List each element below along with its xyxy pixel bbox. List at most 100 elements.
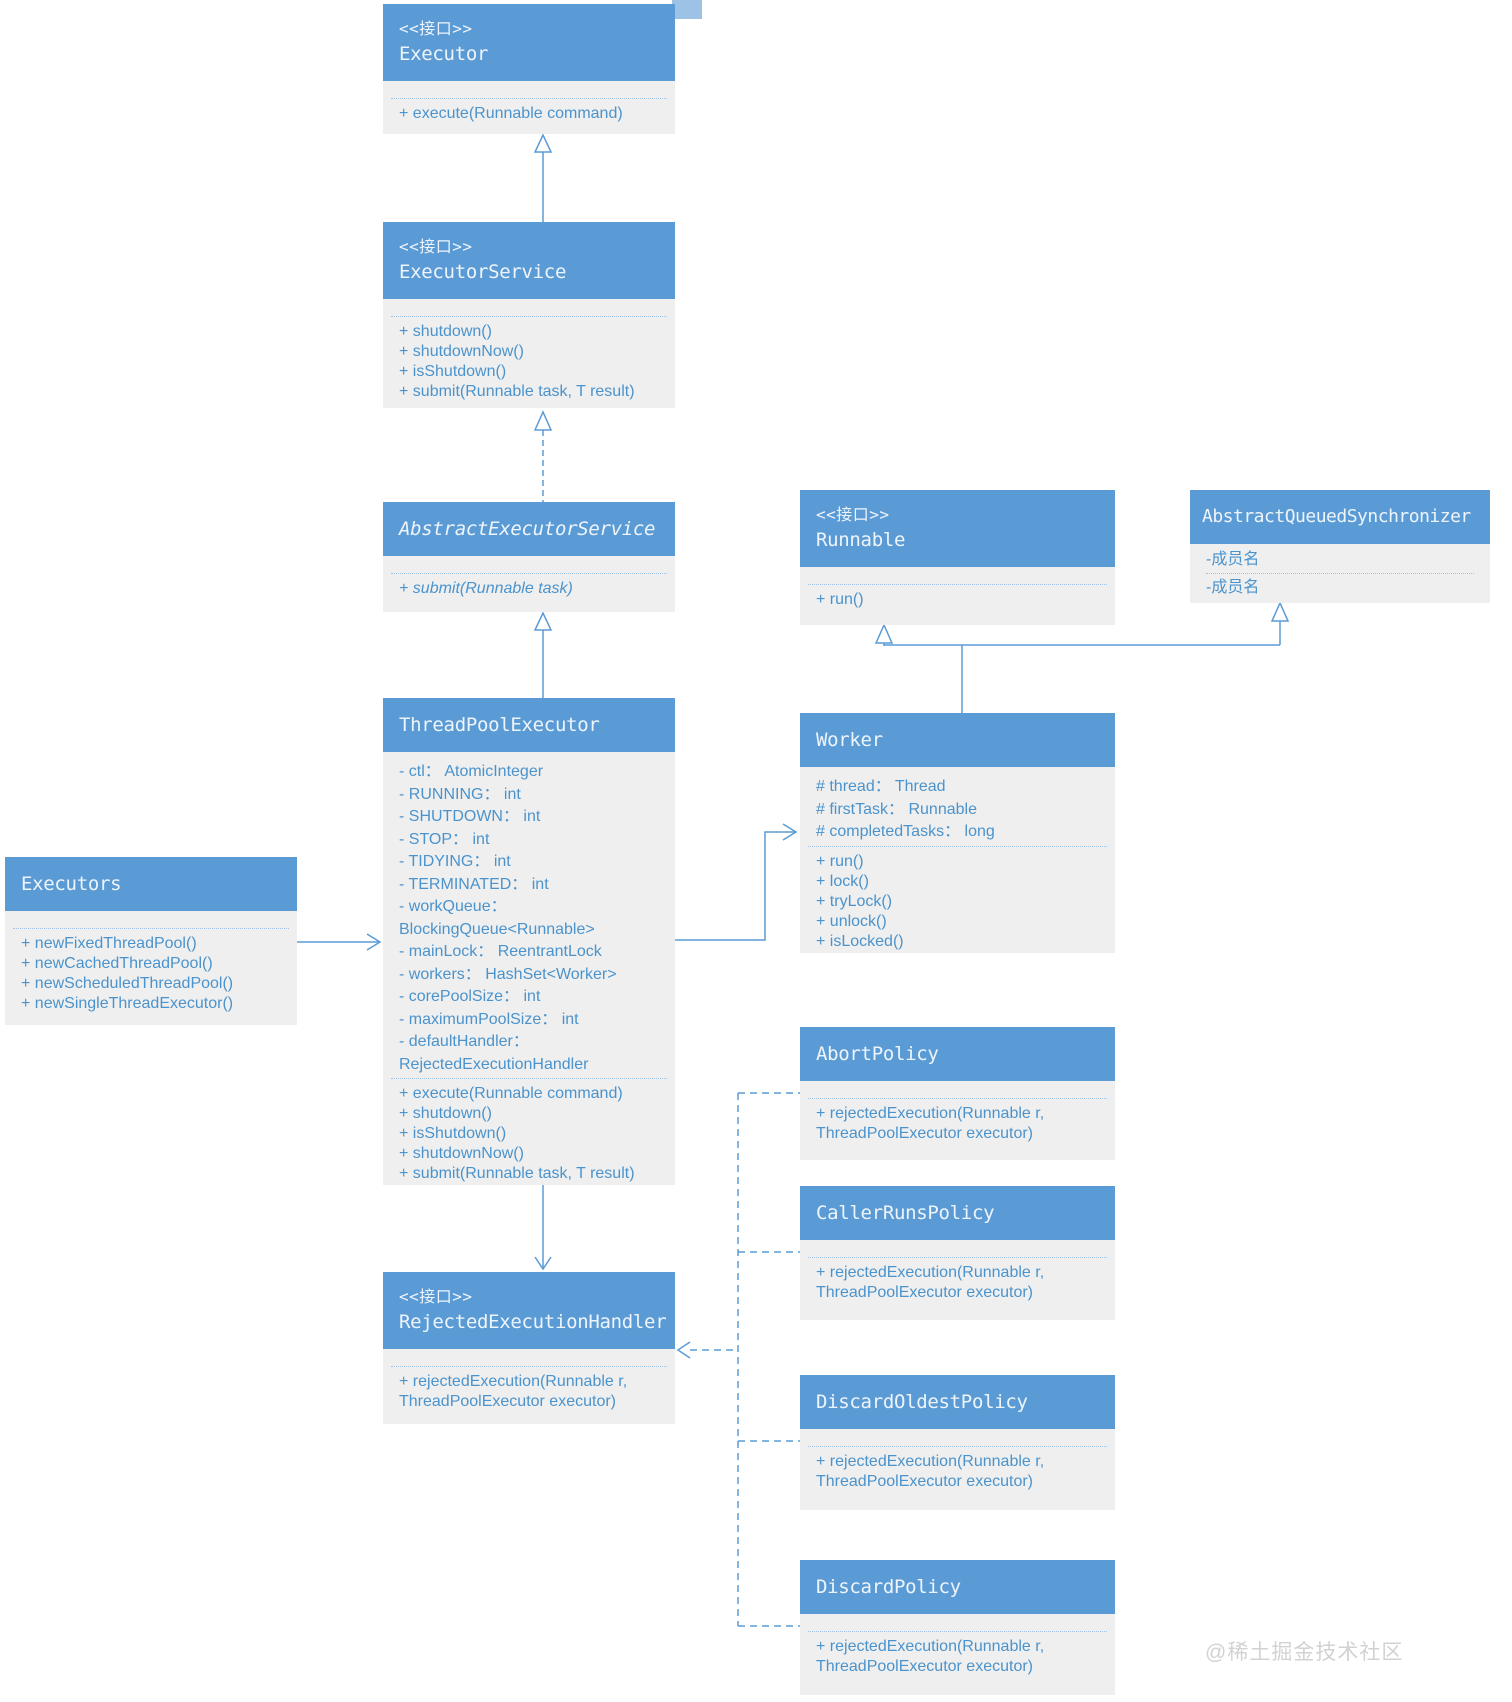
member-line: + execute(Runnable command) (399, 1085, 623, 1102)
class-name: AbstractQueuedSynchronizer (1202, 506, 1471, 527)
realization-trunk-policies-to-rejectedexecutionhandler (676, 1092, 800, 1627)
class-name: Runnable (816, 529, 906, 551)
class-box-callerrunspolicy: CallerRunsPolicy + rejectedExecution(Run… (800, 1186, 1115, 1320)
compartment-divider (13, 928, 289, 929)
class-box-executor: <<接口>> Executor + execute(Runnable comma… (383, 4, 675, 134)
class-body: -成员名-成员名 (1190, 544, 1490, 603)
class-box-discardoldestpolicy: DiscardOldestPolicy + rejectedExecution(… (800, 1375, 1115, 1510)
member-line: # completedTasks： long (816, 823, 995, 840)
class-header: <<接口>> ExecutorService (383, 222, 675, 299)
methods-list: + rejectedExecution(Runnable r, ThreadPo… (816, 1452, 1099, 1492)
fields-compartment-empty (399, 299, 659, 314)
class-box-executors: Executors + newFixedThreadPool()+ newCac… (5, 857, 297, 1025)
methods-list: + rejectedExecution(Runnable r, ThreadPo… (399, 1372, 659, 1412)
class-body: # thread： Thread# firstTask： Runnable# c… (800, 767, 1115, 953)
class-header: ThreadPoolExecutor (383, 698, 675, 752)
association-arrow-threadpoolexecutor-to-rejectedexecutionhandler (534, 1185, 552, 1271)
member-line: + tryLock() (816, 892, 893, 910)
class-body: + rejectedExecution(Runnable r, ThreadPo… (800, 1429, 1115, 1510)
stereotype-label: <<接口>> (399, 1287, 473, 1306)
member-line: + newScheduledThreadPool() (21, 975, 234, 992)
class-box-discardpolicy: DiscardPolicy + rejectedExecution(Runnab… (800, 1560, 1115, 1695)
class-body: + newFixedThreadPool()+ newCachedThreadP… (5, 911, 297, 1025)
member-line: + rejectedExecution(Runnable r, ThreadPo… (816, 1638, 1045, 1675)
class-header: AbstractQueuedSynchronizer (1190, 490, 1490, 544)
member-line: + submit(Runnable task, T result) (399, 1165, 635, 1182)
member-line: + rejectedExecution(Runnable r, ThreadPo… (816, 1105, 1045, 1142)
compartment-divider (391, 316, 667, 317)
methods-list: + run() (816, 590, 1099, 610)
class-name: AbstractExecutorService (399, 518, 656, 540)
compartment-divider (808, 845, 1107, 847)
member-line: - defaultHandler： RejectedExecutionHandl… (399, 1033, 589, 1073)
member-line: + execute(Runnable command) (399, 105, 623, 122)
member-line: - workers： HashSet<Worker> (399, 965, 617, 983)
member-line: - TERMINATED： int (399, 875, 549, 893)
class-body: + execute(Runnable command) (383, 81, 675, 134)
class-box-abstractexecutorservice: AbstractExecutorService + submit(Runnabl… (383, 502, 675, 612)
member-line: + unlock() (816, 912, 887, 930)
class-body: + shutdown()+ shutdownNow()+ isShutdown(… (383, 299, 675, 408)
member-line: + isShutdown() (399, 1125, 507, 1142)
fields-compartment-empty (399, 1349, 659, 1364)
methods-list: + rejectedExecution(Runnable r, ThreadPo… (816, 1104, 1099, 1144)
compartment-divider (391, 573, 667, 574)
member-line: -成员名 (1206, 579, 1260, 596)
fields-list: - ctl： AtomicInteger- RUNNING： int- SHUT… (399, 752, 659, 1076)
class-header: AbstractExecutorService (383, 502, 675, 556)
fields-compartment-empty (399, 556, 659, 571)
member-line: + shutdown() (399, 1105, 492, 1122)
methods-list: + execute(Runnable command) + shutdown() +… (399, 1084, 659, 1184)
compartment-divider (391, 1366, 667, 1367)
compartment-divider (391, 1078, 667, 1079)
compartment-divider (391, 98, 667, 99)
class-name: ExecutorService (399, 261, 567, 283)
fields-list: # thread： Thread# firstTask： Runnable# c… (816, 767, 1099, 844)
member-line: + newSingleThreadExecutor() (21, 995, 234, 1012)
member-line: - mainLock： ReentrantLock (399, 943, 602, 960)
member-line: + run() (816, 852, 864, 870)
member-line: + submit(Runnable task) (399, 580, 573, 597)
class-body: + run() (800, 567, 1115, 625)
compartment-divider (808, 1631, 1107, 1632)
member-line: - corePoolSize： int (399, 988, 541, 1005)
class-body: + rejectedExecution(Runnable r, ThreadPo… (800, 1081, 1115, 1160)
fields-compartment-empty (816, 1429, 1099, 1444)
fields-compartment-empty (399, 81, 659, 96)
fields-list: -成员名-成员名 (1206, 544, 1474, 601)
class-name: DiscardPolicy (816, 1576, 961, 1598)
member-line: + submit(Runnable task, T result) (399, 383, 635, 400)
member-line: + rejectedExecution(Runnable r, ThreadPo… (816, 1264, 1045, 1301)
class-body: + rejectedExecution(Runnable r, ThreadPo… (800, 1240, 1115, 1320)
class-body: + submit(Runnable task) (383, 556, 675, 612)
watermark: @稀土掘金技术社区 (1205, 1641, 1404, 1664)
member-line: + newCachedThreadPool() (21, 955, 213, 972)
class-name: ThreadPoolExecutor (399, 714, 600, 736)
class-header: DiscardPolicy (800, 1560, 1115, 1614)
member-line: # firstTask： Runnable (816, 800, 977, 818)
member-line: - ctl： AtomicInteger (399, 763, 544, 780)
class-name: AbortPolicy (816, 1043, 939, 1065)
member-line: - maximumPoolSize： int (399, 1010, 579, 1028)
compartment-divider (808, 584, 1107, 585)
methods-list: + run()+ lock()+ tryLock()+ unlock()+ is… (816, 852, 1099, 952)
class-name: Executor (399, 43, 489, 65)
fields-compartment-empty (816, 1614, 1099, 1629)
stereotype-label: <<接口>> (399, 237, 473, 256)
class-name: CallerRunsPolicy (816, 1202, 995, 1224)
member-line: + rejectedExecution(Runnable r, ThreadPo… (816, 1453, 1045, 1490)
class-box-rejectedexecutionhandler: <<接口>> RejectedExecutionHandler + reject… (383, 1272, 675, 1424)
class-name: Executors (21, 873, 122, 895)
class-header: Executors (5, 857, 297, 911)
class-box-worker: Worker # thread： Thread# firstTask： Runn… (800, 713, 1115, 953)
fields-compartment-empty (816, 1240, 1099, 1255)
class-box-abortpolicy: AbortPolicy + rejectedExecution(Runnable… (800, 1027, 1115, 1160)
class-name: RejectedExecutionHandler (399, 1311, 667, 1333)
class-body: + rejectedExecution(Runnable r, ThreadPo… (800, 1614, 1115, 1695)
class-header: AbortPolicy (800, 1027, 1115, 1081)
methods-list: + newFixedThreadPool()+ newCachedThreadP… (21, 934, 281, 1014)
class-header: <<接口>> RejectedExecutionHandler (383, 1272, 675, 1349)
class-header: DiscardOldestPolicy (800, 1375, 1115, 1429)
class-header: Worker (800, 713, 1115, 767)
